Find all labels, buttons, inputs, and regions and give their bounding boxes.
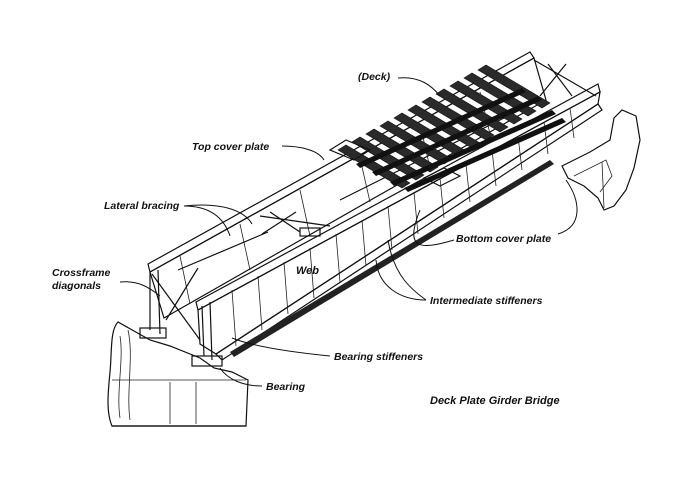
diagram-title: Deck Plate Girder Bridge — [430, 395, 560, 407]
label-lateral-bracing: Lateral bracing — [104, 200, 180, 212]
deck — [328, 64, 566, 192]
label-intermediate-stiffeners: Intermediate stiffeners — [430, 295, 543, 307]
label-bearing-stiffeners: Bearing stiffeners — [334, 351, 423, 363]
label-web: Web — [296, 265, 319, 277]
label-crossframe-line1: Crossframe — [52, 267, 111, 279]
label-top-cover-plate: Top cover plate — [192, 141, 269, 153]
far-crossframe — [533, 59, 597, 97]
left-abutment — [107, 321, 249, 427]
label-bearing: Bearing — [266, 381, 306, 393]
near-girder — [195, 83, 603, 361]
label-crossframe-line2: diagonals — [52, 280, 101, 292]
right-abutment — [561, 109, 641, 211]
label-bottom-cover-plate: Bottom cover plate — [456, 233, 551, 245]
label-deck: (Deck) — [358, 71, 391, 83]
leader-lines — [119, 77, 578, 387]
crossframe-diagonals — [139, 267, 223, 367]
